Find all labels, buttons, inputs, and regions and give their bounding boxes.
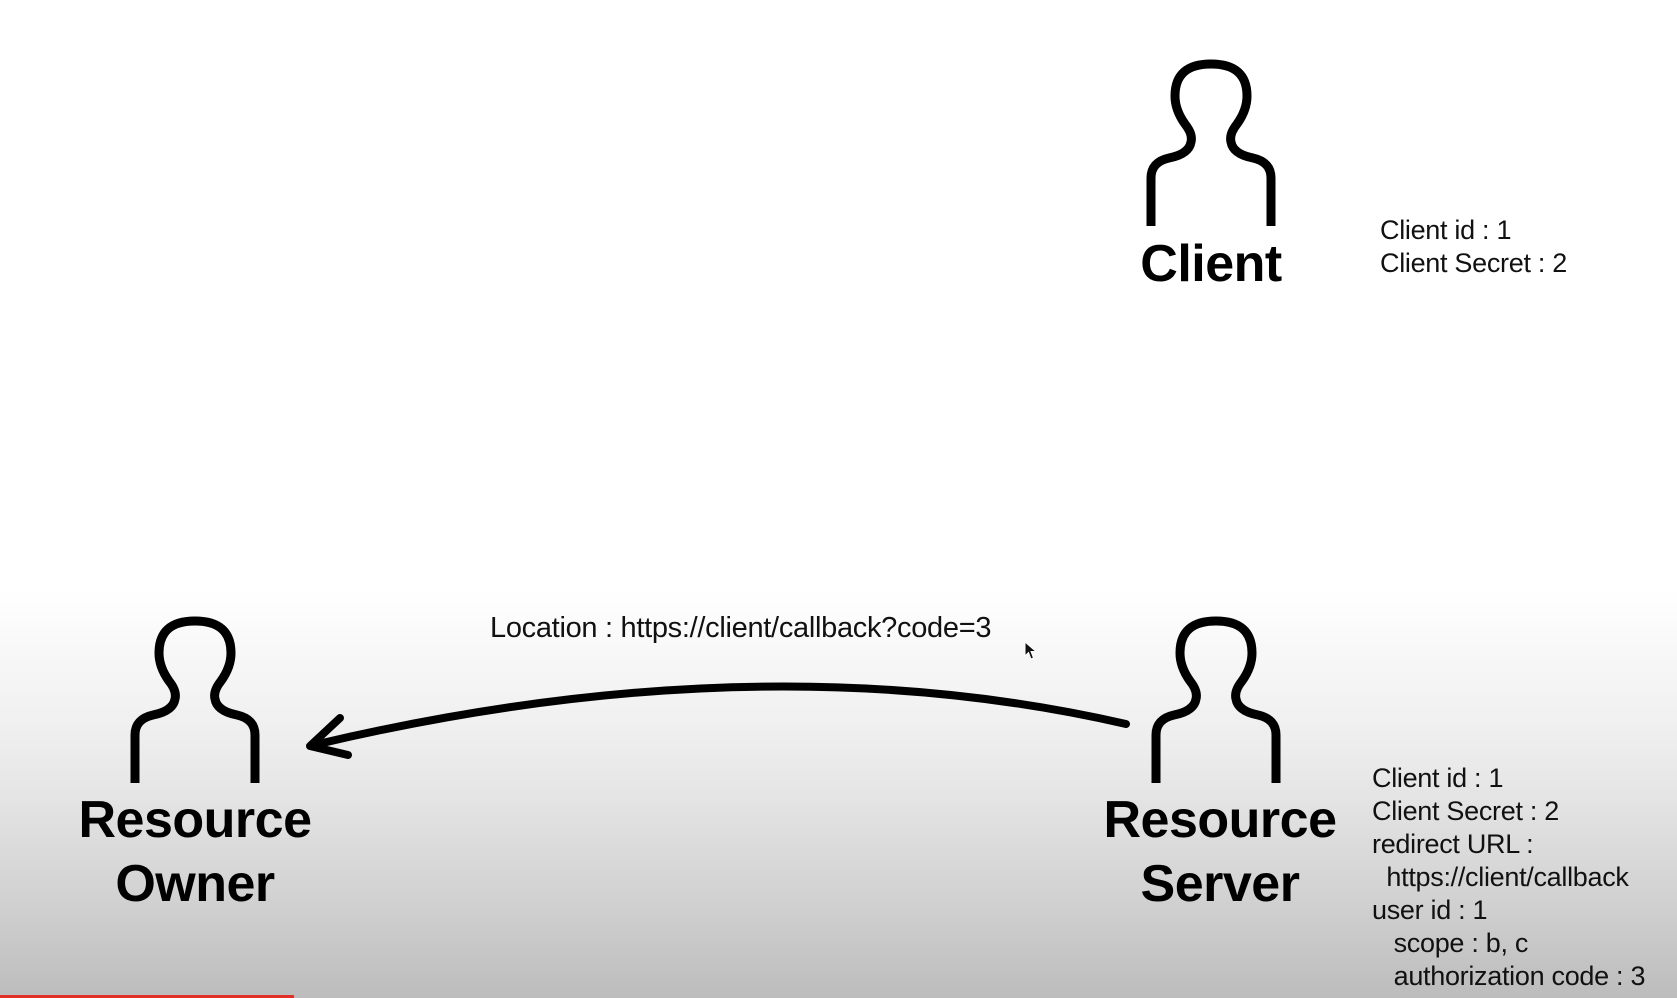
resource-server-info-line: scope : b, c — [1372, 928, 1529, 958]
resource-server-label: Resource Server — [1103, 791, 1338, 913]
resource-server-info-line: user id : 1 — [1372, 895, 1488, 925]
resource-server-info-line: Client Secret : 2 — [1372, 796, 1559, 826]
resource-server-person-icon — [1146, 615, 1286, 785]
resource-server-info-line: Client id : 1 — [1372, 763, 1504, 793]
resource-owner-person-icon — [125, 615, 265, 785]
client-info-line: Client Secret : 2 — [1380, 248, 1567, 278]
resource-server-info-line: https://client/callback — [1372, 862, 1629, 892]
resource-server-info: Client id : 1 Client Secret : 2 redirect… — [1372, 762, 1645, 993]
video-progress-bar[interactable] — [0, 995, 294, 998]
client-info: Client id : 1 Client Secret : 2 — [1380, 214, 1567, 280]
resource-owner-label: Resource Owner — [78, 791, 313, 913]
background-gradient — [0, 590, 1677, 998]
client-info-line: Client id : 1 — [1380, 215, 1512, 245]
client-person-icon — [1141, 58, 1281, 228]
resource-server-info-line: authorization code : 3 — [1372, 961, 1646, 991]
resource-server-info-line: redirect URL : — [1372, 829, 1534, 859]
client-label: Client — [1140, 235, 1282, 293]
mouse-pointer-icon — [1024, 640, 1038, 661]
redirect-location-label: Location : https://client/callback?code=… — [490, 612, 992, 644]
